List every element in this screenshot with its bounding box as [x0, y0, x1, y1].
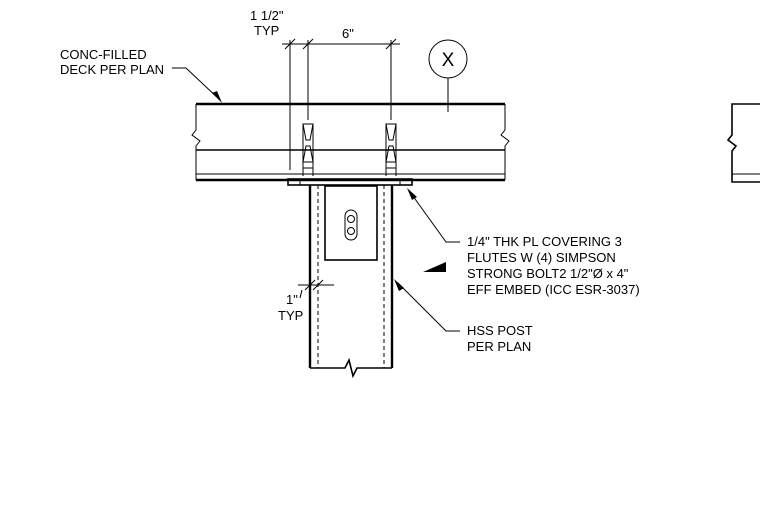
deck-leader [172, 67, 222, 103]
wall-dim-value: 1" [286, 292, 298, 307]
post-leader [394, 279, 460, 332]
deck-label-line1: CONC-FILLED [60, 47, 147, 62]
edge-dimension [282, 38, 400, 170]
plate-leader [407, 188, 460, 272]
cover-plate [287, 178, 413, 186]
post-note-line1: HSS POST [467, 323, 533, 338]
wall-dim-note: TYP [278, 308, 303, 323]
plate-note-line3: STRONG BOLT2 1/2"Ø x 4" [467, 266, 629, 281]
spacing-dim-label: 6" [342, 26, 354, 41]
plate-note-line4: EFF EMBED (ICC ESR-3037) [467, 282, 640, 297]
plate-note-line1: 1/4" THK PL COVERING 3 [467, 234, 622, 249]
wall-dimension [298, 279, 334, 299]
plate-note-line2: FLUTES W (4) SIMPSON [467, 250, 616, 265]
concrete-deck [191, 102, 510, 182]
adjacent-deck-fragment [726, 103, 760, 183]
section-tag: X [428, 39, 468, 112]
deck-label-line2: DECK PER PLAN [60, 62, 164, 77]
edge-dim-value: 1 1/2" [250, 8, 284, 23]
edge-dim-note: TYP [254, 23, 279, 38]
anchor-bolt-right [385, 123, 397, 176]
hss-post [308, 185, 394, 379]
section-tag-label: X [442, 50, 455, 71]
post-note-line2: PER PLAN [467, 339, 531, 354]
anchor-bolt-left [302, 123, 314, 176]
